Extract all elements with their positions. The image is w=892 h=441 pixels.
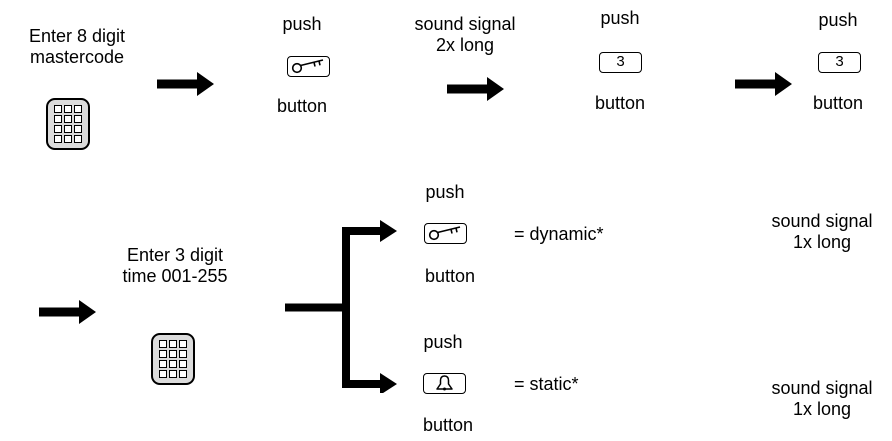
keypad-key: [159, 370, 167, 378]
keypad-key: [179, 350, 187, 358]
keypad-key: [74, 105, 82, 113]
keypad-key: [64, 135, 72, 143]
keypad-key: [54, 125, 62, 133]
dynamic-push-label: push: [425, 182, 465, 202]
button-label-2: button: [594, 93, 646, 113]
button-label-3: button: [812, 93, 864, 113]
dynamic-button-label: button: [424, 266, 476, 286]
keypad-key: [54, 135, 62, 143]
keypad-key: [54, 115, 62, 123]
static-button-label: button: [422, 415, 474, 435]
static-push-label: push: [423, 332, 463, 352]
arrow-4: [39, 300, 96, 324]
dynamic-key-button: [424, 223, 467, 244]
keypad-key: [179, 360, 187, 368]
key-button-1: [287, 56, 330, 77]
keypad-icon-bottom: [151, 333, 195, 385]
static-result-text: = static*: [514, 374, 579, 394]
button-label-1: button: [276, 96, 328, 116]
keypad-key: [74, 135, 82, 143]
static-signal-line2: 1x long: [792, 399, 852, 419]
step2-text-line1: Enter 3 digit: [126, 245, 224, 265]
branch-connector: [285, 220, 397, 393]
keypad-key: [169, 360, 177, 368]
keypad-key: [64, 115, 72, 123]
dynamic-signal-line1: sound signal: [771, 211, 873, 231]
push-label-1: push: [282, 14, 322, 34]
keypad-key: [74, 125, 82, 133]
step1-text-line1: Enter 8 digit: [28, 26, 126, 46]
arrow-2: [447, 77, 504, 101]
keypad-key: [64, 105, 72, 113]
signal-text-line1: sound signal: [414, 14, 516, 34]
keypad-key: [159, 350, 167, 358]
keypad-key: [179, 370, 187, 378]
keypad-key: [169, 340, 177, 348]
arrow-3: [735, 72, 792, 96]
keypad-key: [159, 360, 167, 368]
push-label-2: push: [600, 8, 640, 28]
keypad-icon-top: [46, 98, 90, 150]
key-icon: [428, 226, 461, 241]
static-signal-line1: sound signal: [771, 378, 873, 398]
arrow-1: [157, 72, 214, 96]
key-icon: [291, 59, 324, 74]
key-3-label-1: 3: [616, 53, 625, 70]
push-label-3: push: [818, 10, 858, 30]
key-3-button-1: 3: [599, 52, 642, 73]
dynamic-signal-line2: 1x long: [792, 232, 852, 252]
bell-icon: [436, 375, 453, 391]
keypad-key: [169, 350, 177, 358]
signal-text-line2: 2x long: [435, 35, 495, 55]
dynamic-result-text: = dynamic*: [514, 224, 604, 244]
keypad-key: [169, 370, 177, 378]
keypad-key: [159, 340, 167, 348]
static-bell-button: [423, 373, 466, 394]
keypad-key: [74, 115, 82, 123]
keypad-key: [179, 340, 187, 348]
step1-text-line2: mastercode: [29, 47, 125, 67]
keypad-key: [54, 105, 62, 113]
key-3-label-2: 3: [835, 53, 844, 70]
keypad-key: [64, 125, 72, 133]
key-3-button-2: 3: [818, 52, 861, 73]
step2-text-line2: time 001-255: [122, 266, 228, 286]
